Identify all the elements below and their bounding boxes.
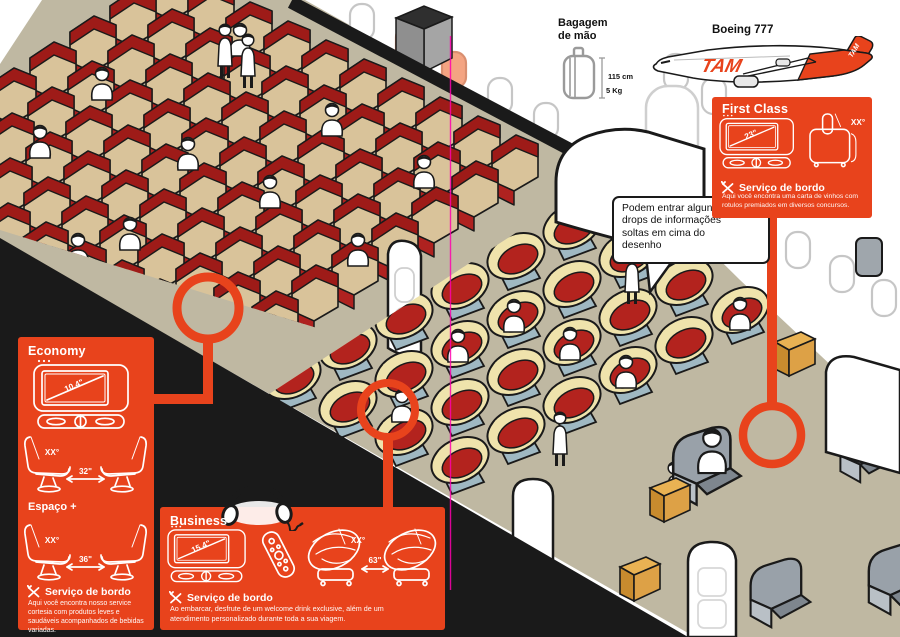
economy-callout xyxy=(150,272,244,404)
economy-space-plus-icon: XX° 36" xyxy=(24,524,147,581)
first-class-recline: XX° xyxy=(851,118,865,127)
economy-seat-pitch-icon: XX° 32" xyxy=(24,436,147,493)
economy-recline: XX° xyxy=(45,448,59,457)
suitcase xyxy=(855,237,883,277)
headphones-icon xyxy=(221,485,304,531)
pod-seat-icon xyxy=(377,521,443,587)
note-bubble-text: Podem entrar alguns drops de informações… xyxy=(622,203,722,252)
baggage-height-label: 115 cm xyxy=(608,72,634,81)
tv-icon xyxy=(167,525,246,583)
business-service-title: Serviço de bordo xyxy=(187,591,273,604)
first-class-service-title: Serviço de bordo xyxy=(739,181,825,194)
tv-icon xyxy=(719,114,794,169)
first-class-area xyxy=(511,237,900,637)
pod-seat-icon xyxy=(301,521,367,587)
business-panel: Business 15.4" XX° 63" Serviço de bordo … xyxy=(160,485,445,630)
aircraft-model: Boeing 777 xyxy=(712,24,774,36)
utensils-icon xyxy=(169,591,182,604)
overhead-bin xyxy=(394,5,454,74)
business-recline: XX° xyxy=(351,536,365,545)
remote-icon xyxy=(261,531,296,578)
first-class-title: First Class xyxy=(722,102,789,116)
economy-space-plus-pitch: 36" xyxy=(79,555,92,564)
callouts xyxy=(150,216,806,512)
first-class-callout xyxy=(738,216,806,469)
plane-illustration: TAM TAM xyxy=(652,36,874,88)
first-class-screen-size: 23" xyxy=(743,128,759,142)
business-service-text: Ao embarcar, desfrute de um welcome drin… xyxy=(170,604,384,623)
suitcase-icon xyxy=(562,46,605,100)
economy-space-plus-recline: XX° xyxy=(45,536,59,545)
pitch-arrow xyxy=(361,565,389,573)
business-callout xyxy=(357,379,419,512)
first-class-seat-icon xyxy=(809,113,857,168)
economy-panel: Economy 10.4" XX° 32" xyxy=(18,337,154,634)
first-class-panel: First Class 23" XX° Serviço de bordo Aqu… xyxy=(712,97,872,218)
economy-space-plus-title: Espaço + xyxy=(28,501,77,513)
print-guide-line xyxy=(449,36,452,590)
utensils-icon xyxy=(27,585,40,598)
economy-title: Economy xyxy=(28,344,86,358)
baggage-title: Bagagem de mão xyxy=(558,17,608,42)
business-screen-size: 15.4" xyxy=(190,539,212,555)
business-pitch: 63" xyxy=(369,556,382,565)
business-title: Business xyxy=(170,514,228,528)
tv-icon xyxy=(33,359,129,429)
corner-cut xyxy=(0,0,42,64)
first-class-service-text: Aqui você encontra uma carta de vinhos c… xyxy=(722,193,859,209)
economy-service-text: Aqui você encontra nosso service cortesi… xyxy=(28,600,144,635)
economy-screen-size: 10.4" xyxy=(63,378,85,394)
partition-wall-right xyxy=(511,355,900,637)
baggage-weight-label: 5 Kg xyxy=(606,86,623,95)
economy-service-title: Serviço de bordo xyxy=(45,585,131,598)
economy-pitch: 32" xyxy=(79,467,92,476)
airline-logo-fuselage: TAM xyxy=(699,56,745,77)
